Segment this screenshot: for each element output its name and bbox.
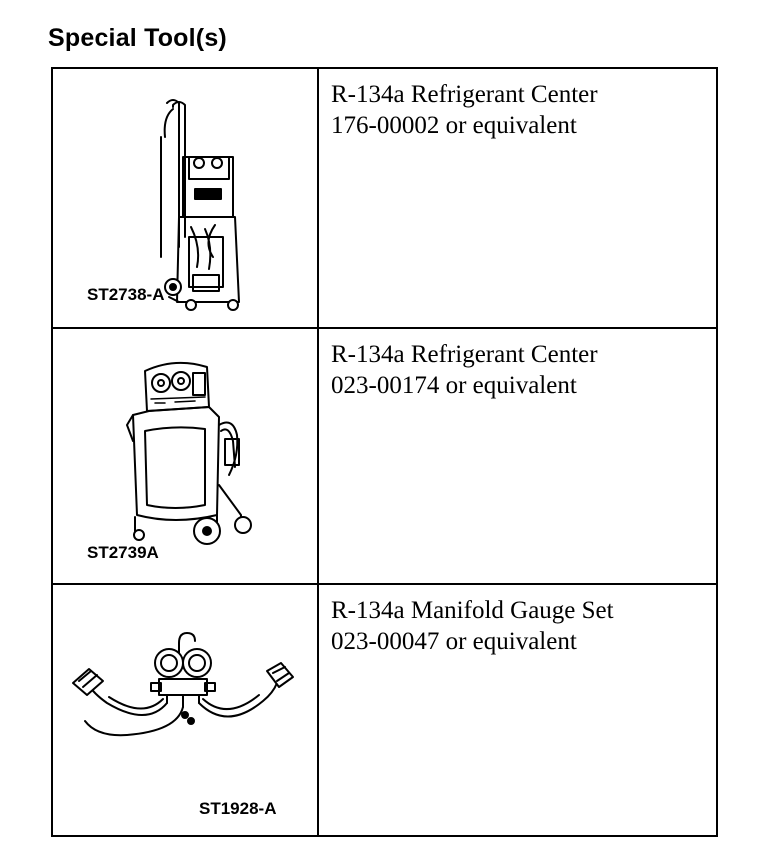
tool-image-cell: ST2738-A	[53, 69, 319, 327]
tool-number: 023-00047 or equivalent	[331, 628, 577, 655]
tool-name: R-134a Refrigerant Center	[331, 81, 598, 108]
tool-number: 023-00174 or equivalent	[331, 372, 577, 399]
table-row: ST2738-A R-134a Refrigerant Center 176-0…	[53, 69, 716, 327]
tool-name: R-134a Manifold Gauge Set	[331, 597, 614, 624]
tool-number: 176-00002 or equivalent	[331, 112, 577, 139]
tool-name: R-134a Refrigerant Center	[331, 341, 598, 368]
tool-code: ST2739A	[87, 543, 159, 562]
table-row: ST1928-A R-134a Manifold Gauge Set 023-0…	[53, 583, 716, 835]
manifold-gauge-set-icon	[72, 632, 294, 737]
tool-description: R-134a Manifold Gauge Set 023-00047 or e…	[319, 585, 716, 835]
refrigerant-center-cart-icon	[160, 99, 240, 311]
tool-description: R-134a Refrigerant Center 023-00174 or e…	[319, 329, 716, 583]
tool-image-cell: ST2739A	[53, 329, 319, 583]
special-tools-table: ST2738-A R-134a Refrigerant Center 176-0…	[51, 67, 718, 837]
tool-image-cell: ST1928-A	[53, 585, 319, 835]
section-heading: Special Tool(s)	[48, 24, 227, 52]
table-row: ST2739A R-134a Refrigerant Center 023-00…	[53, 327, 716, 583]
refrigerant-center-station-icon	[126, 361, 252, 545]
tool-code: ST2738-A	[87, 285, 165, 304]
tool-description: R-134a Refrigerant Center 176-00002 or e…	[319, 69, 716, 327]
tool-code: ST1928-A	[199, 799, 277, 818]
